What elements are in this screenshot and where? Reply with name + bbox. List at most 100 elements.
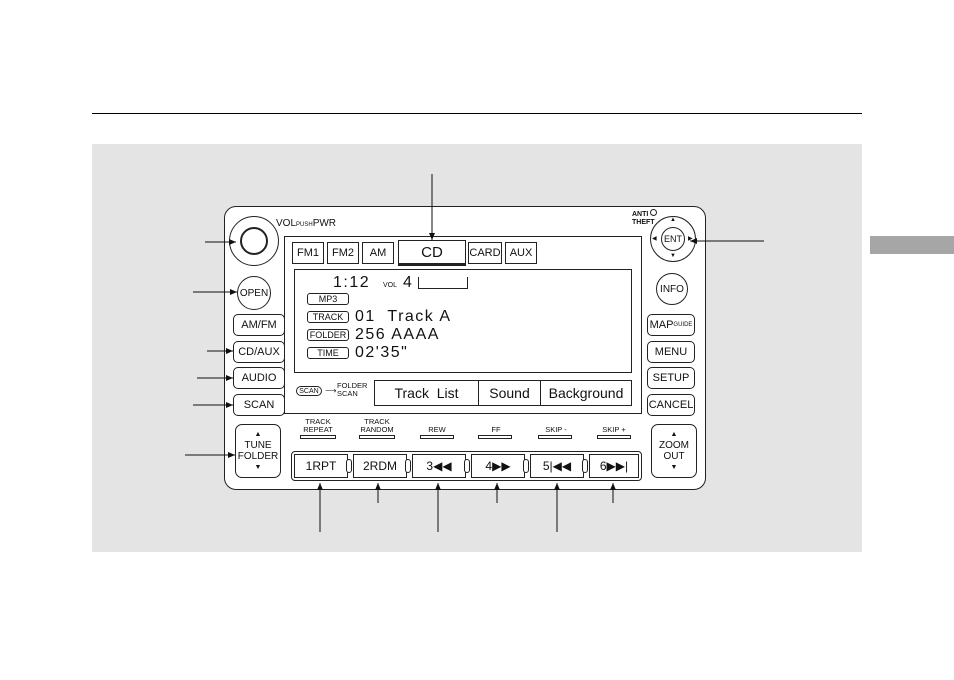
softkey-background[interactable]: Background: [540, 380, 632, 406]
top-rule: [92, 113, 862, 114]
arrow-down-icon: ▼: [670, 253, 676, 259]
volume-knob[interactable]: [229, 216, 279, 266]
folder-label: FOLDER: [237, 451, 279, 462]
softkey-sound-label: Sound: [489, 385, 530, 401]
track-tag: TRACK: [307, 311, 349, 323]
am-fm-button[interactable]: AM/FM: [233, 314, 285, 336]
preset-2-label: 2RDM: [362, 459, 397, 473]
cd-aux-button[interactable]: CD/AUX: [233, 341, 285, 363]
folder-tag: FOLDER: [307, 329, 349, 341]
ent-joystick[interactable]: ENT ▲ ▼ ◀ ▶: [650, 216, 696, 262]
func-bar-3: [420, 435, 454, 439]
arrow-right-icon: ▶: [688, 236, 693, 242]
tune-down-icon: ▼: [254, 464, 262, 471]
tab-cd-label: CD: [421, 243, 443, 261]
scan-label: SCAN: [243, 399, 275, 411]
map-label: MAP: [649, 319, 674, 331]
ent-button[interactable]: ENT: [661, 227, 685, 251]
func-bar-5: [538, 435, 572, 439]
tab-fm1-label: FM1: [297, 247, 319, 259]
zoom-button[interactable]: ▲ ZOOM OUT ▼: [651, 424, 697, 478]
open-button[interactable]: OPEN: [237, 276, 271, 310]
preset-divider-2: [405, 459, 411, 473]
menu-label: MENU: [654, 346, 688, 358]
func-label-skip-plus: SKIP +: [602, 425, 626, 434]
tune-up-icon: ▲: [254, 431, 262, 438]
arrow-left-icon: ◀: [652, 236, 657, 242]
preset-3-label: 3◀◀: [426, 459, 452, 473]
tab-aux-label: AUX: [509, 247, 533, 259]
preset-1-label: 1RPT: [305, 459, 337, 473]
tab-fm2[interactable]: FM2: [327, 242, 359, 264]
open-button-label: OPEN: [239, 287, 269, 299]
audio-label: AUDIO: [241, 372, 277, 384]
preset-divider-3: [464, 459, 470, 473]
preset-row: [291, 451, 642, 481]
preset-5-label: 5|◀◀: [542, 459, 572, 473]
func-label-rew: REW: [428, 425, 446, 434]
preset-2-button[interactable]: 2RDM: [353, 454, 407, 478]
tune-folder-button[interactable]: ▲ TUNE FOLDER ▼: [235, 424, 281, 478]
zoom-out-icon: ▼: [670, 464, 678, 471]
scan-arrow-icon: ⟶: [325, 386, 337, 395]
volume-bar: [418, 277, 468, 289]
func-bar-1: [300, 435, 336, 439]
out-label: OUT: [663, 451, 685, 462]
preset-4-button[interactable]: 4▶▶: [471, 454, 525, 478]
info-label: INFO: [660, 283, 684, 295]
info-button[interactable]: INFO: [656, 273, 688, 305]
ent-label: ENT: [664, 234, 682, 244]
cancel-button[interactable]: CANCEL: [647, 394, 695, 416]
folder-value: 256 AAAA: [355, 326, 440, 343]
softkey-track-list-label: Track List: [394, 385, 459, 401]
setup-button[interactable]: SETUP: [647, 367, 695, 389]
scan-button[interactable]: SCAN: [233, 394, 285, 416]
zoom-label: ZOOM: [659, 440, 689, 451]
menu-button[interactable]: MENU: [647, 341, 695, 363]
cd-aux-label: CD/AUX: [238, 346, 280, 358]
am-fm-label: AM/FM: [241, 319, 277, 331]
track-value: 01 Track A: [355, 308, 452, 325]
preset-1-button[interactable]: 1RPT: [294, 454, 348, 478]
setup-label: SETUP: [652, 372, 690, 384]
preset-3-button[interactable]: 3◀◀: [412, 454, 466, 478]
zoom-in-icon: ▲: [670, 431, 678, 438]
tab-aux[interactable]: AUX: [505, 242, 537, 264]
time-value: 02'35": [355, 344, 409, 361]
info-area: [294, 269, 632, 373]
arrow-up-icon: ▲: [670, 217, 676, 223]
preset-4-label: 4▶▶: [485, 459, 511, 473]
tune-label: TUNE: [244, 440, 272, 451]
volume-label: VOL: [383, 282, 398, 289]
mp3-badge: MP3: [307, 293, 349, 305]
audio-button[interactable]: AUDIO: [233, 367, 285, 389]
preset-divider-1: [346, 459, 352, 473]
tab-fm1[interactable]: FM1: [292, 242, 324, 264]
volume-knob-label: VOLPUSHPWR: [276, 218, 337, 229]
func-label-skip-minus: SKIP -: [545, 425, 567, 434]
preset-divider-5: [582, 459, 588, 473]
preset-5-button[interactable]: 5|◀◀: [530, 454, 584, 478]
preset-divider-4: [523, 459, 529, 473]
tab-card[interactable]: CARD: [468, 242, 502, 264]
tab-fm2-label: FM2: [332, 247, 354, 259]
volume-knob-inner[interactable]: [240, 227, 268, 255]
func-bar-4: [478, 435, 512, 439]
softkey-track-list[interactable]: Track List: [374, 380, 479, 406]
tab-card-label: CARD: [469, 247, 501, 259]
tab-am[interactable]: AM: [362, 242, 394, 264]
cancel-label: CANCEL: [648, 399, 694, 411]
preset-6-button[interactable]: 6▶▶|: [589, 454, 639, 478]
tab-cd[interactable]: CD: [398, 240, 466, 266]
anti-theft-led-icon: [650, 209, 658, 216]
tab-am-label: AM: [369, 247, 387, 259]
elapsed-time: 1:12: [333, 274, 371, 291]
guide-label: GUIDE: [673, 322, 693, 328]
volume-value: 4: [403, 274, 414, 291]
softkey-sound[interactable]: Sound: [478, 380, 541, 406]
preset-6-label: 6▶▶|: [599, 459, 629, 473]
